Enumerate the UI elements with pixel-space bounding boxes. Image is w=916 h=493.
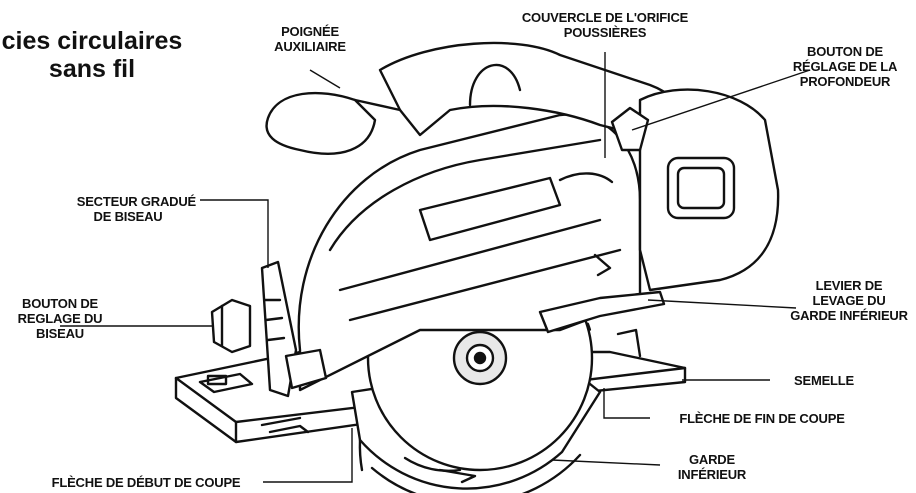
bevel-knob (210, 298, 252, 354)
page-title: cies circulaires sans fil (0, 27, 202, 83)
title-line2: sans fil (48, 55, 136, 83)
label-levier-levage: LEVIER DE LEVAGE DU GARDE INFÉRIEUR (790, 278, 908, 323)
label-fleche-fin-coupe: FLÈCHE DE FIN DE COUPE (679, 411, 845, 426)
label-couvercle-orifice: COUVERCLE DE L'ORIFICE POUSSIÈRES (521, 10, 689, 40)
label-bouton-biseau: BOUTON DE REGLAGE DU BISEAU (17, 296, 103, 341)
lift-lever (538, 290, 666, 334)
label-semelle: SEMELLE (794, 373, 854, 388)
title-line1: cies circulaires (1, 27, 183, 55)
battery-pack (638, 88, 780, 292)
label-fleche-debut-coupe: FLÈCHE DE DÉBUT DE COUPE (51, 475, 241, 490)
depth-knob (610, 106, 650, 152)
label-garde-inferieur: GARDE INFÉRIEUR (677, 452, 747, 482)
label-bouton-profondeur: BOUTON DE RÉGLAGE DE LA PROFONDEUR (792, 44, 898, 89)
label-secteur-gradue: SECTEUR GRADUÉ DE BISEAU (76, 194, 196, 224)
auxiliary-handle (265, 91, 377, 155)
label-poignee-auxiliaire: POIGNÉE AUXILIAIRE (274, 24, 346, 54)
